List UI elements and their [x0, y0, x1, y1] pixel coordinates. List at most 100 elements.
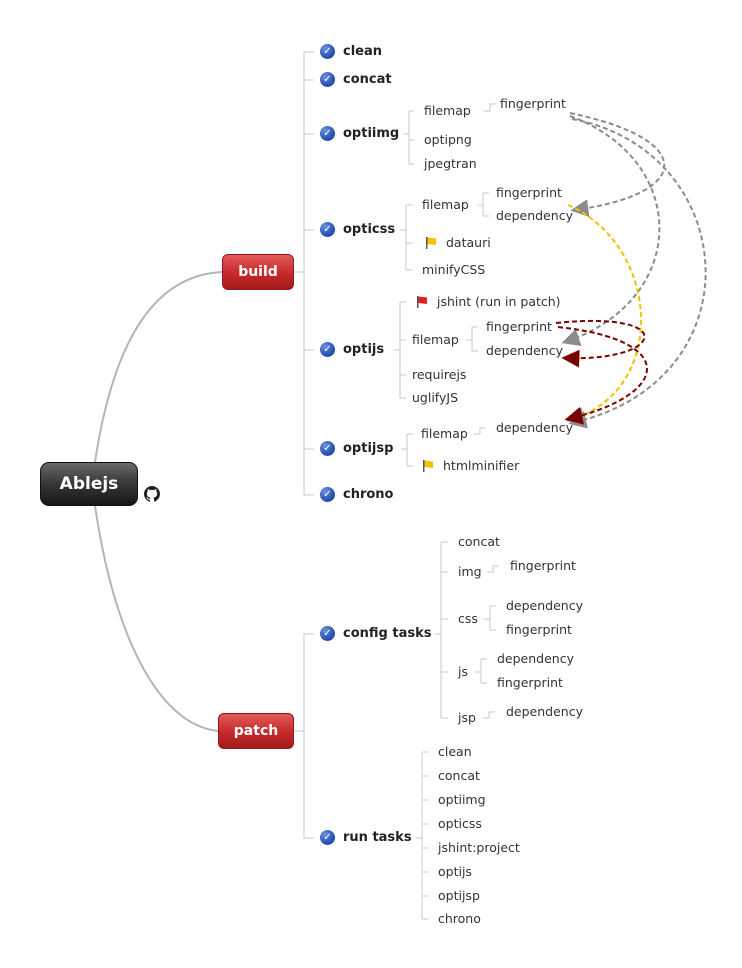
run-tasks[interactable]: ✓run tasks: [320, 830, 412, 845]
node-label: dependency: [496, 208, 573, 223]
config-css-dependency[interactable]: dependency: [506, 598, 583, 613]
root-topic[interactable]: Ablejs: [40, 462, 138, 506]
run-task-item[interactable]: clean: [438, 744, 472, 759]
config-js[interactable]: js: [458, 664, 468, 679]
node-label: optijsp: [438, 888, 480, 903]
node-label: jshint:project: [438, 840, 520, 855]
task-opticss-label: opticss: [343, 222, 396, 237]
node-label: img: [458, 564, 482, 579]
config-jsp[interactable]: jsp: [458, 710, 476, 725]
task-clean[interactable]: ✓ clean: [320, 44, 382, 59]
task-concat[interactable]: ✓ concat: [320, 72, 392, 87]
build-label: build: [238, 264, 278, 280]
task-done-icon: ✓: [320, 222, 335, 237]
task-chrono-label: chrono: [343, 487, 394, 502]
opticss-filemap[interactable]: filemap: [422, 197, 469, 212]
red-flag-icon: [417, 295, 427, 308]
optijs-jshint[interactable]: jshint (run in patch): [415, 294, 561, 309]
node-label: requirejs: [412, 367, 467, 382]
task-optijs-label: optijs: [343, 342, 385, 357]
task-optijsp-label: optijsp: [343, 441, 394, 456]
node-label: jsp: [458, 710, 476, 725]
run-task-item[interactable]: optijs: [438, 864, 472, 879]
task-done-icon: ✓: [320, 487, 335, 502]
node-label: htmlminifier: [443, 458, 520, 473]
node-label: opticss: [438, 816, 482, 831]
node-label: fingerprint: [497, 675, 563, 690]
node-label: chrono: [438, 911, 481, 926]
relation-optiimg-fingerprint-to-opticss-dependency: [569, 112, 666, 218]
run-task-item[interactable]: concat: [438, 768, 480, 783]
topic-patch[interactable]: patch: [218, 713, 294, 749]
optijs-filemap[interactable]: filemap: [412, 332, 459, 347]
optiimg-fingerprint[interactable]: fingerprint: [500, 96, 566, 111]
branch-root-build: [94, 271, 223, 463]
task-done-icon: ✓: [320, 126, 335, 141]
node-label: filemap: [424, 103, 471, 118]
run-task-item[interactable]: optiimg: [438, 792, 486, 807]
relation-opticss-fingerprint-to-optijsp-dependency: [566, 204, 643, 425]
node-label: jpegtran: [424, 156, 477, 171]
config-css-fingerprint[interactable]: fingerprint: [506, 622, 572, 637]
node-label: optijs: [438, 864, 472, 879]
run-task-item[interactable]: jshint:project: [438, 840, 520, 855]
opticss-minifycss[interactable]: minifyCSS: [422, 262, 485, 277]
optijsp-filemap[interactable]: filemap: [421, 426, 468, 441]
node-label: fingerprint: [496, 185, 562, 200]
github-icon[interactable]: [144, 486, 160, 502]
node-label: fingerprint: [500, 96, 566, 111]
optijsp-dependency[interactable]: dependency: [496, 420, 573, 435]
yellow-flag-icon: [426, 236, 436, 249]
config-img[interactable]: img: [458, 564, 482, 579]
task-done-icon: ✓: [320, 44, 335, 59]
run-task-item[interactable]: optijsp: [438, 888, 480, 903]
config-img-fingerprint[interactable]: fingerprint: [510, 558, 576, 573]
node-label: fingerprint: [506, 622, 572, 637]
run-task-item[interactable]: opticss: [438, 816, 482, 831]
node-label: optipng: [424, 132, 472, 147]
task-optijsp[interactable]: ✓optijsp: [320, 441, 393, 456]
node-label: filemap: [422, 197, 469, 212]
branch-root-patch: [94, 505, 219, 732]
task-clean-label: clean: [343, 44, 383, 59]
task-optiimg[interactable]: ✓ optiimg: [320, 126, 399, 141]
optijs-dependency[interactable]: dependency: [486, 343, 563, 358]
relation-optijs-fingerprint-to-optijsp-dependency: [557, 326, 648, 425]
optiimg-filemap[interactable]: filemap: [424, 103, 471, 118]
task-opticss[interactable]: ✓ opticss: [320, 222, 395, 237]
task-done-icon: ✓: [320, 830, 335, 845]
config-css[interactable]: css: [458, 611, 478, 626]
config-js-fingerprint[interactable]: fingerprint: [497, 675, 563, 690]
node-label: css: [458, 611, 478, 626]
optijs-requirejs[interactable]: requirejs: [412, 367, 466, 382]
config-jsp-dependency[interactable]: dependency: [506, 704, 583, 719]
task-optiimg-label: optiimg: [343, 126, 400, 141]
opticss-datauri[interactable]: datauri: [424, 235, 491, 250]
opticss-fingerprint[interactable]: fingerprint: [496, 185, 562, 200]
node-label: fingerprint: [510, 558, 576, 573]
task-optijs[interactable]: ✓optijs: [320, 342, 384, 357]
node-label: filemap: [412, 332, 459, 347]
optijs-uglifyjs[interactable]: uglifyJS: [412, 390, 458, 405]
optijs-fingerprint[interactable]: fingerprint: [486, 319, 552, 334]
optiimg-optipng[interactable]: optipng: [424, 132, 472, 147]
topic-build[interactable]: build: [222, 254, 294, 290]
node-label: minifyCSS: [422, 262, 486, 277]
node-label: dependency: [496, 420, 573, 435]
optiimg-jpegtran[interactable]: jpegtran: [424, 156, 477, 171]
run-task-item[interactable]: chrono: [438, 911, 481, 926]
config-tasks[interactable]: ✓config tasks: [320, 626, 431, 641]
node-label: js: [458, 664, 468, 679]
task-done-icon: ✓: [320, 72, 335, 87]
node-label: datauri: [446, 235, 491, 250]
opticss-dependency[interactable]: dependency: [496, 208, 573, 223]
node-label: concat: [438, 768, 480, 783]
optijsp-htmlminifier[interactable]: htmlminifier: [421, 458, 519, 473]
root-label: Ablejs: [59, 474, 119, 494]
task-concat-label: concat: [343, 72, 392, 87]
task-chrono[interactable]: ✓ chrono: [320, 487, 394, 502]
config-js-dependency[interactable]: dependency: [497, 651, 574, 666]
config-concat[interactable]: concat: [458, 534, 500, 549]
